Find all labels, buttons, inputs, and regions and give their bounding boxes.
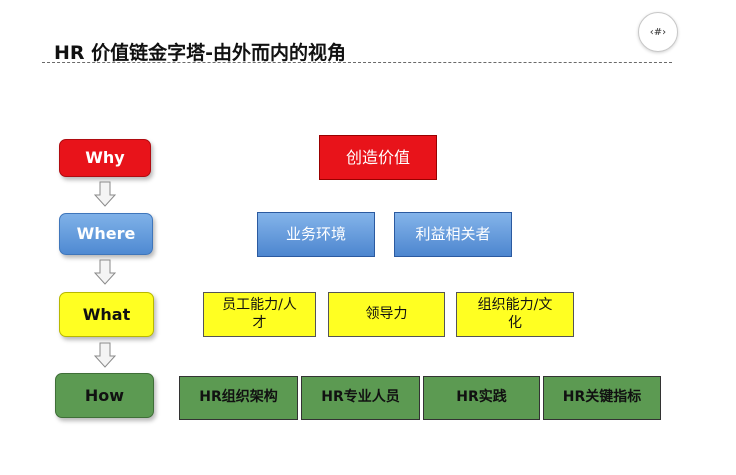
level-what-item: 领导力 <box>328 292 445 337</box>
title-divider <box>42 62 672 63</box>
stage-where: Where <box>59 213 153 255</box>
down-arrow-icon <box>94 342 116 368</box>
page-number-badge: ‹#› <box>638 12 678 52</box>
stage-what: What <box>59 292 154 337</box>
down-arrow-icon <box>94 181 116 207</box>
level-how-item: HR关键指标 <box>543 376 661 420</box>
level-where-item: 利益相关者 <box>394 212 512 257</box>
stage-why: Why <box>59 139 151 177</box>
down-arrow-icon <box>94 259 116 285</box>
level-what-item: 员工能力/人才 <box>203 292 316 337</box>
level-how-item: HR实践 <box>423 376 540 420</box>
stage-how: How <box>55 373 154 418</box>
level-how-item: HR专业人员 <box>301 376 420 420</box>
level-how-item: HR组织架构 <box>179 376 298 420</box>
slide-title: HR 价值链金字塔-由外而内的视角 <box>54 42 347 64</box>
level-why-item: 创造价值 <box>319 135 437 180</box>
level-where-item: 业务环境 <box>257 212 375 257</box>
level-what-item: 组织能力/文化 <box>456 292 574 337</box>
